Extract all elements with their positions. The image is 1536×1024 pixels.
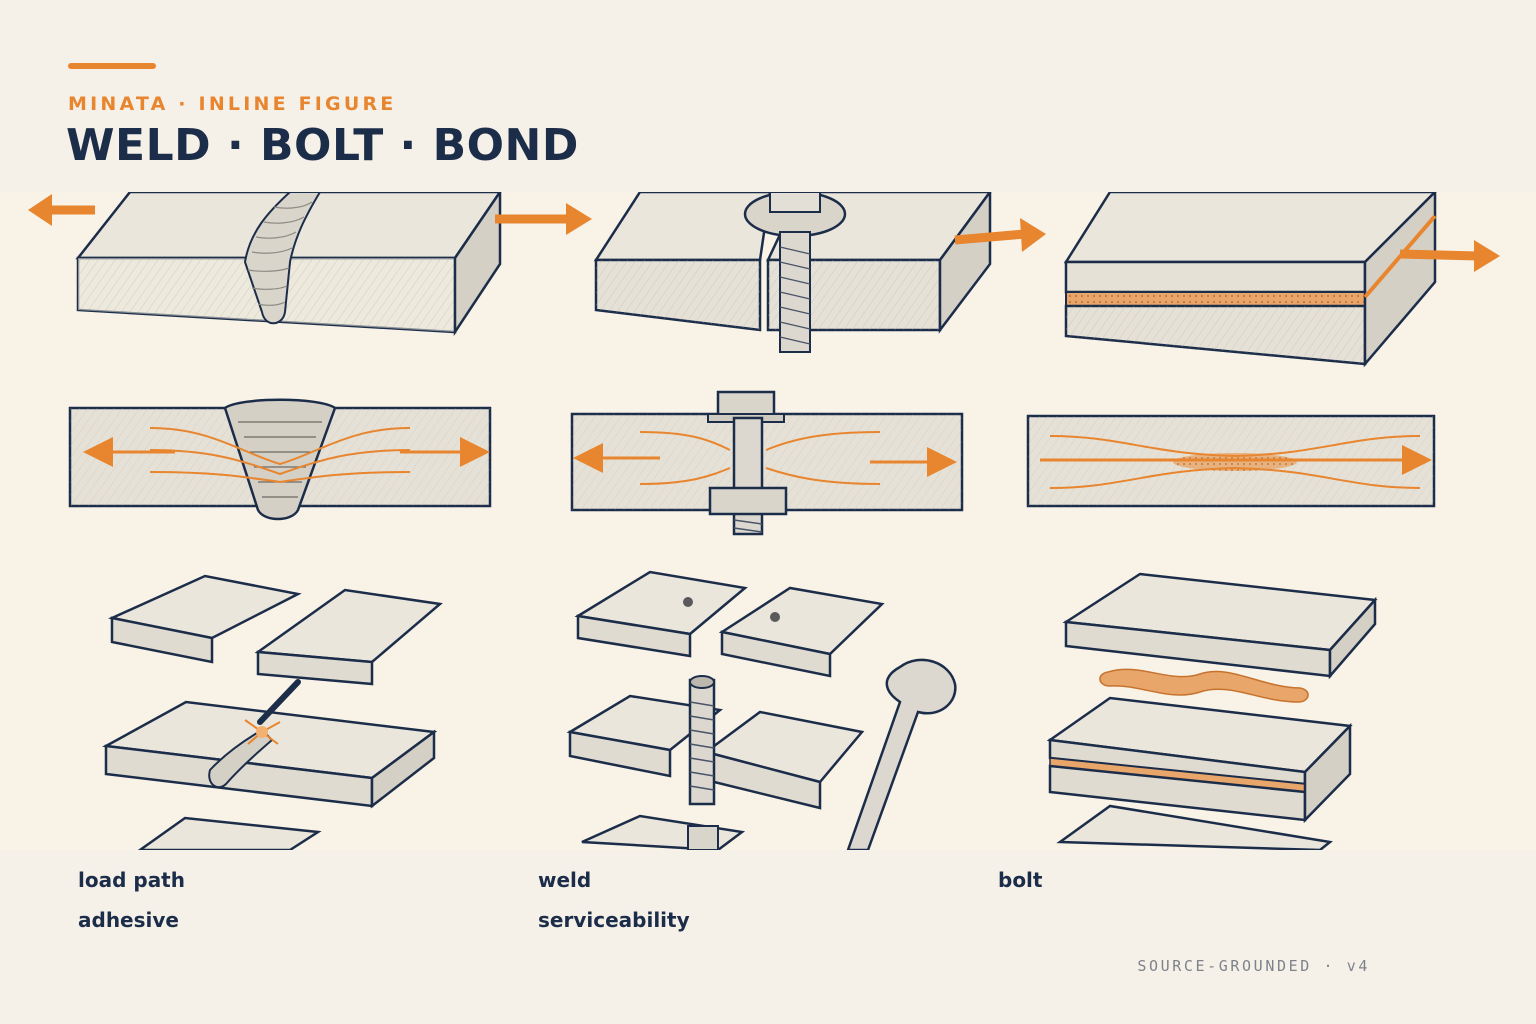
legend-item-serviceability: serviceability	[538, 908, 690, 932]
joint-illustration	[0, 192, 1536, 850]
tension-arrow-bond	[1474, 240, 1500, 272]
figure-header: MINATA · INLINE FIGURE WELD · BOLT · BON…	[0, 0, 1536, 192]
accent-bar	[68, 63, 156, 69]
figure-legend: load path weld bolt adhesive serviceabil…	[0, 850, 1536, 1024]
tension-arrow-left	[28, 194, 52, 226]
weld-joint-3d	[75, 192, 502, 337]
figure-eyebrow: MINATA · INLINE FIGURE	[68, 93, 397, 115]
weld-sequence	[101, 574, 443, 850]
figure-title: WELD · BOLT · BOND	[66, 120, 579, 171]
weld-load-path	[149, 427, 411, 484]
legend-item-adhesive: adhesive	[78, 908, 179, 932]
legend-item-weld: weld	[538, 868, 592, 892]
legend-item-load-path: load path	[78, 868, 185, 892]
adhesive-bead	[1099, 668, 1309, 703]
bolt-load-path	[639, 431, 881, 485]
bolt-section	[570, 390, 964, 536]
bolt-sequence	[566, 570, 957, 850]
bond-joint-3d	[1063, 192, 1437, 368]
weld-section	[68, 398, 492, 521]
bond-sequence	[1046, 572, 1378, 850]
wrench-icon	[846, 658, 957, 850]
legend-item-bolt: bolt	[998, 868, 1043, 892]
source-tag: SOURCE-GROUNDED · v4	[1137, 957, 1370, 975]
bond-load-path	[1049, 435, 1421, 489]
tension-arrow-right	[566, 203, 592, 235]
bond-section	[1026, 414, 1436, 508]
tension-arrow-bolt	[1020, 218, 1046, 252]
bolt-joint-3d	[593, 192, 992, 353]
